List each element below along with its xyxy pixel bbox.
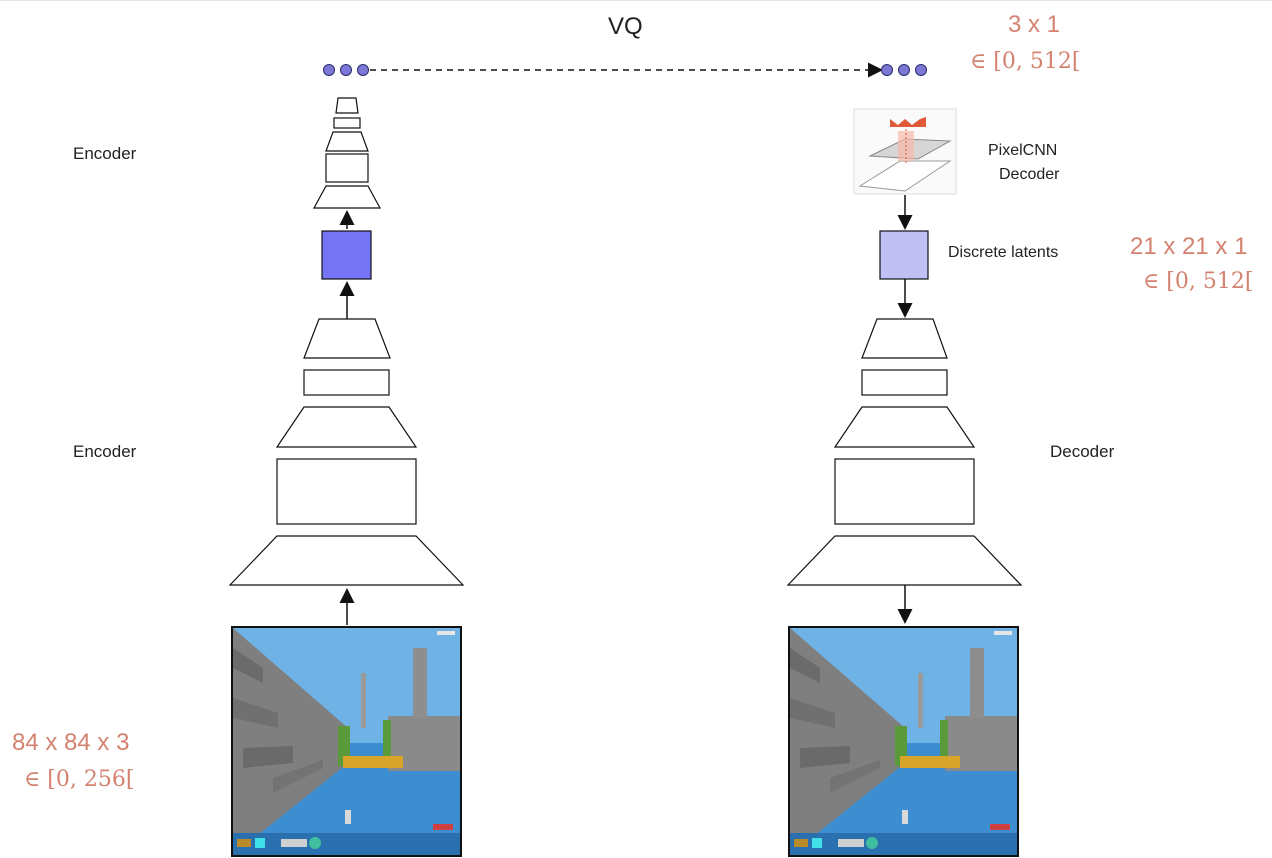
decoder-stack bbox=[786, 318, 1023, 586]
latent-shape-range: ∈ [0, 512[ bbox=[1143, 269, 1254, 294]
pixelcnn-label-line2: Decoder bbox=[999, 166, 1060, 183]
top-encoder-label: Encoder bbox=[73, 144, 137, 163]
top-shape-range: ∈ [0, 512[ bbox=[970, 49, 1081, 74]
vq-latent-dots-left bbox=[323, 64, 369, 76]
pixelcnn-label-line1: PixelCNN bbox=[988, 142, 1058, 159]
bottom-encoder-stack bbox=[228, 318, 465, 586]
vq-latent-dots-right bbox=[881, 64, 927, 76]
bottom-encoder-label: Encoder bbox=[73, 442, 137, 461]
discrete-latents-label: Discrete latents bbox=[948, 244, 1059, 261]
latent-shape-dims: 21 x 21 x 1 bbox=[1130, 233, 1248, 260]
encoder-latent-box bbox=[321, 230, 372, 280]
pixelcnn-icon bbox=[853, 108, 957, 195]
input-frame-image bbox=[233, 628, 460, 855]
top-shape-dims: 3 x 1 bbox=[1008, 11, 1061, 38]
output-frame-image bbox=[790, 628, 1017, 855]
top-encoder-stack bbox=[312, 97, 382, 209]
decoder-latent-box bbox=[879, 230, 929, 280]
vq-title: VQ bbox=[608, 13, 643, 40]
input-shape-dims: 84 x 84 x 3 bbox=[12, 729, 130, 756]
decoder-label: Decoder bbox=[1050, 442, 1115, 461]
input-shape-range: ∈ [0, 256[ bbox=[24, 767, 135, 792]
